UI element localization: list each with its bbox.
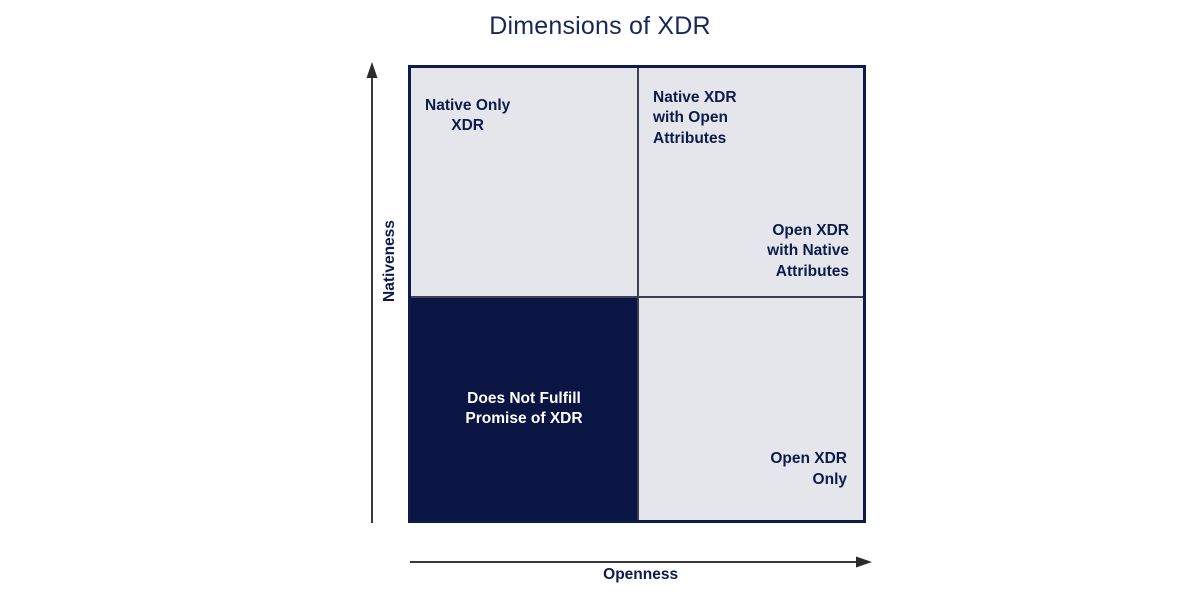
quadrant-native-xdr-open-attributes[interactable]: Native XDR with Open Attributes Open XDR… <box>637 68 863 296</box>
page-title: Dimensions of XDR <box>489 12 711 40</box>
x-axis-label: Openness <box>591 566 691 584</box>
quadrant-label-native-xdr-with-open-attributes: Native XDR with Open Attributes <box>653 89 737 147</box>
quadrant-open-xdr-only[interactable]: Open XDR Only <box>637 296 863 520</box>
quadrant-label-open-xdr-only: Open XDR Only <box>770 450 847 488</box>
x-axis-arrow <box>410 556 872 568</box>
quadrant-label-does-not-fulfill-promise-of-xdr: Does Not Fulfill Promise of XDR <box>465 389 583 427</box>
quadrant-does-not-fulfill-promise[interactable]: Does Not Fulfill Promise of XDR <box>411 296 637 520</box>
y-axis-arrow <box>366 62 378 523</box>
quadrant-native-only-xdr[interactable]: Native Only XDR <box>411 68 637 296</box>
x-axis-label-wrap: Openness <box>0 548 1200 602</box>
quadrant-label-native-only-xdr: Native Only XDR <box>425 97 511 135</box>
y-axis-label: Nativeness <box>381 220 398 302</box>
quadrant-label-open-xdr-with-native-attributes: Open XDR with Native Attributes <box>767 221 849 280</box>
quadrant-matrix: Native Only XDR Native XDR with Open Att… <box>408 65 866 523</box>
